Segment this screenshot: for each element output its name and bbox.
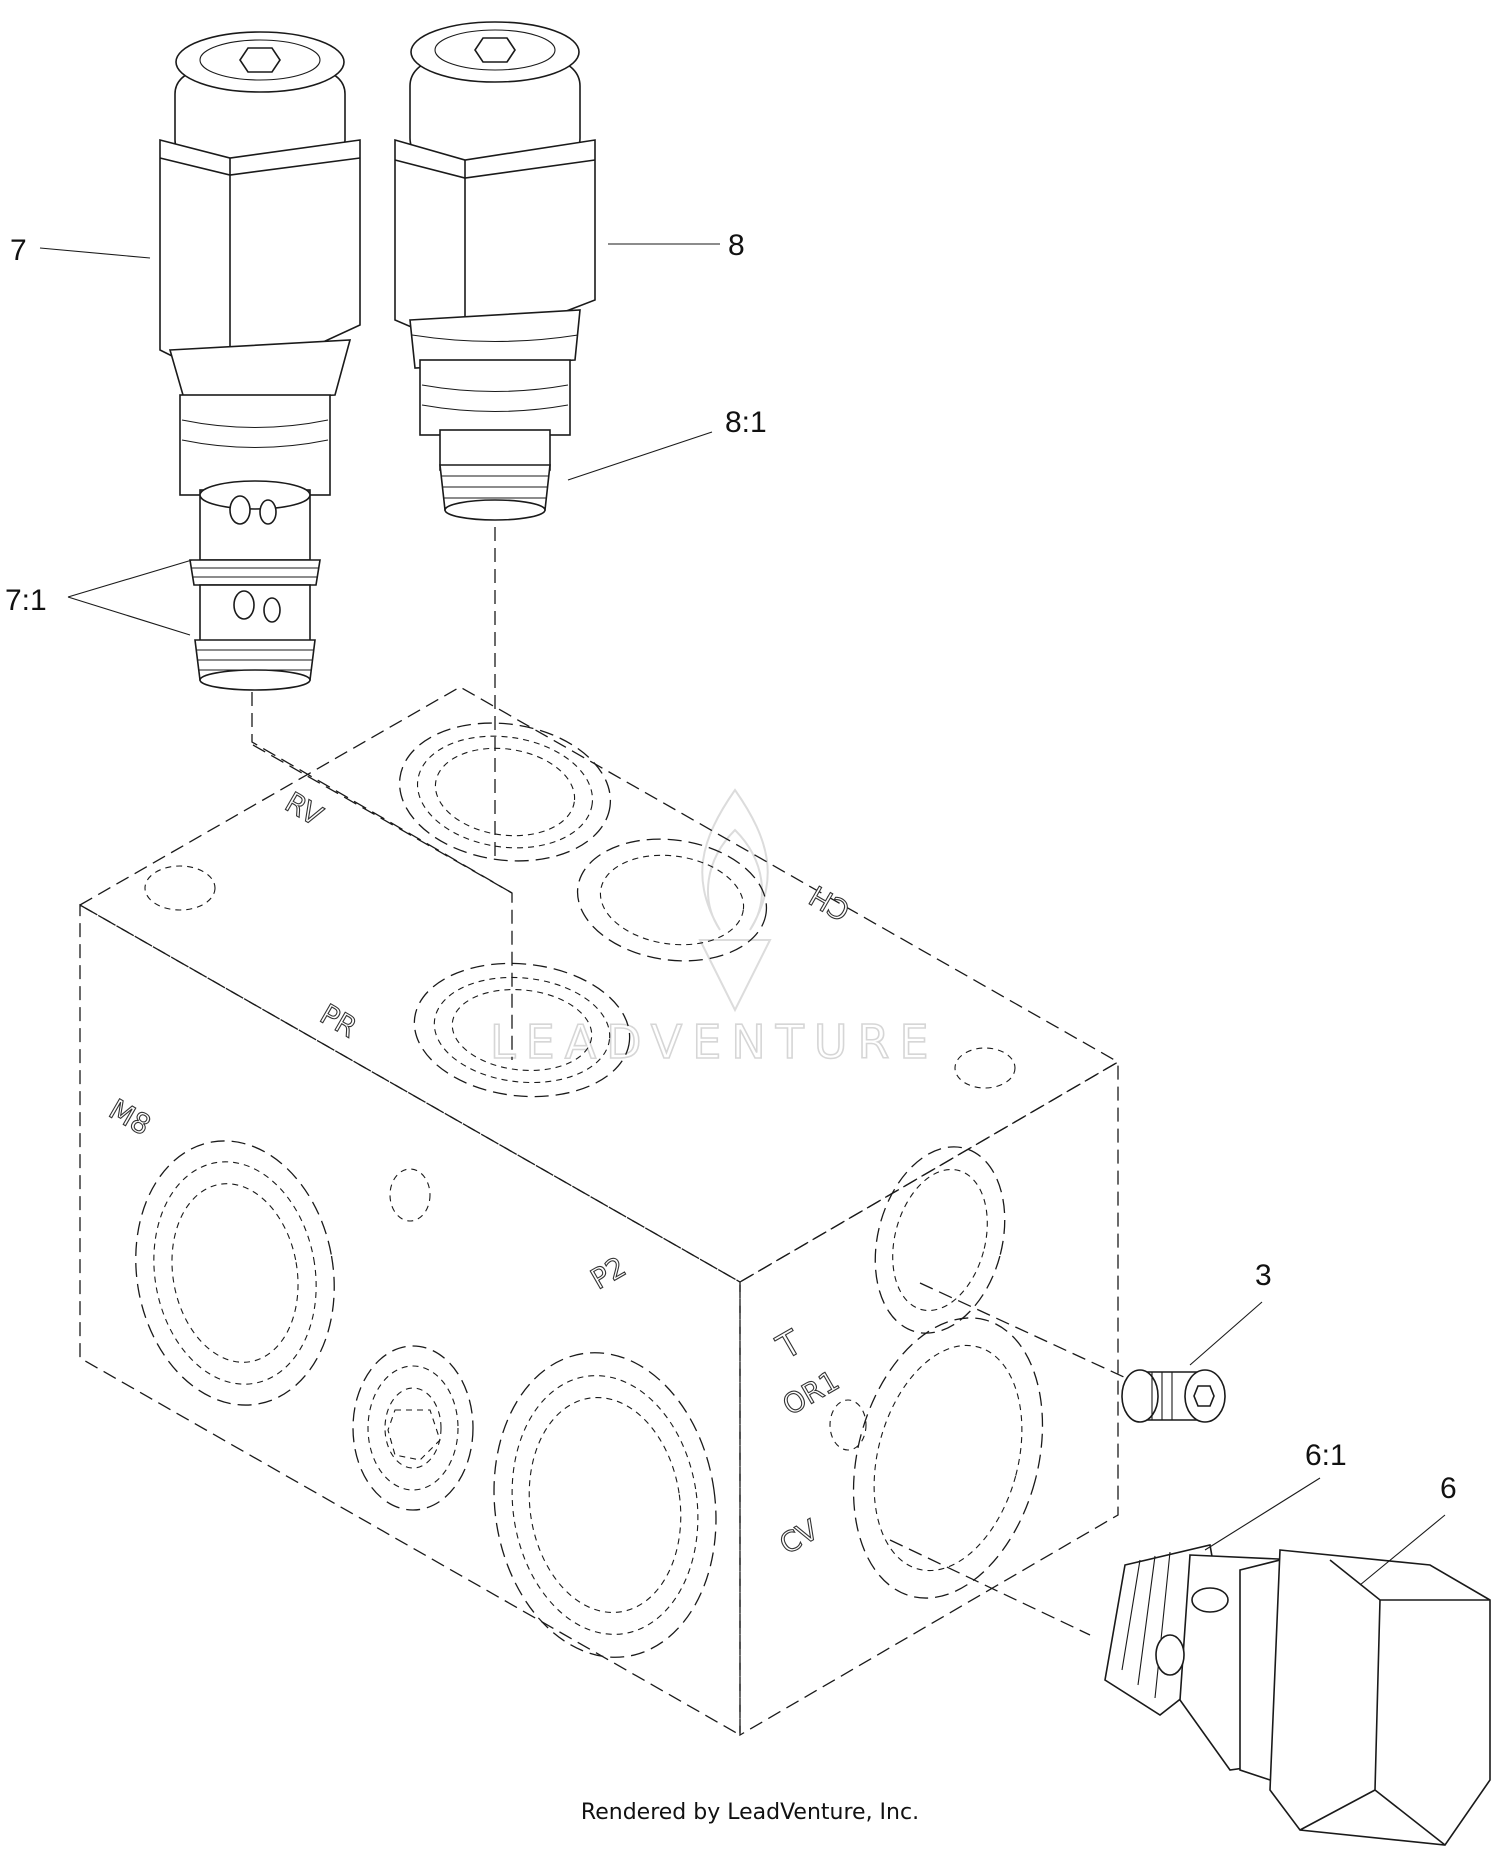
port-pr	[413, 962, 631, 1098]
port-label-m8: M8	[104, 1092, 157, 1142]
port-label-t: T	[770, 1323, 809, 1369]
callout-label-8: 8	[728, 229, 745, 262]
callout-6-1: 6:1	[1204, 1439, 1347, 1551]
callout-7: 7	[10, 234, 151, 267]
port-rv	[398, 722, 612, 862]
callout-8: 8	[608, 229, 745, 262]
port-cv	[852, 1317, 1044, 1599]
port-t	[874, 1146, 1006, 1334]
check-valve-6	[1104, 1544, 1491, 1846]
port-label-or1: OR1	[777, 1364, 845, 1422]
callout-6: 6	[1359, 1472, 1457, 1586]
port-label-p2: P2	[585, 1250, 632, 1296]
cartridge-valve-8	[394, 21, 596, 521]
hex-socket-icon	[474, 37, 516, 63]
callout-7-1: 7:1	[5, 559, 193, 636]
callout-label-6-1: 6:1	[1305, 1439, 1347, 1472]
bolt-hole-right	[954, 1047, 1016, 1089]
plug-3	[1121, 1369, 1226, 1423]
port-m8	[135, 1140, 335, 1406]
hex-socket-icon	[1193, 1385, 1215, 1407]
callout-label-8-1: 8:1	[725, 406, 767, 439]
port-p2	[493, 1352, 717, 1658]
callout-label-6: 6	[1440, 1472, 1457, 1505]
small-port-or1	[829, 1399, 867, 1451]
watermark-text: LEADVENTURE	[490, 1015, 939, 1069]
watermark: LEADVENTURE	[489, 788, 939, 1070]
callout-label-7: 7	[10, 234, 27, 267]
watermark-logo-icon	[698, 788, 772, 1013]
callout-label-7-1: 7:1	[5, 584, 47, 617]
port-label-ch: CH	[804, 879, 856, 928]
port-ch	[576, 838, 768, 962]
callout-label-3: 3	[1255, 1259, 1272, 1292]
port-label-pr: PR	[315, 997, 363, 1044]
callout-3: 3	[1189, 1259, 1272, 1366]
plug-front	[352, 1345, 474, 1511]
cartridge-valve-7	[159, 31, 361, 691]
small-port-front	[389, 1168, 431, 1222]
hex-socket-icon	[239, 47, 281, 73]
callout-8-1: 8:1	[567, 406, 767, 481]
render-credit: Rendered by LeadVenture, Inc.	[580, 1800, 920, 1825]
bolt-hole-left	[144, 865, 216, 911]
port-label-rv: RV	[280, 785, 329, 832]
valve-block: RV CH PR M8 P2 T OR1 CV	[78, 686, 1120, 1737]
assembly-lines	[251, 527, 1153, 1636]
port-label-cv: CV	[774, 1513, 824, 1561]
